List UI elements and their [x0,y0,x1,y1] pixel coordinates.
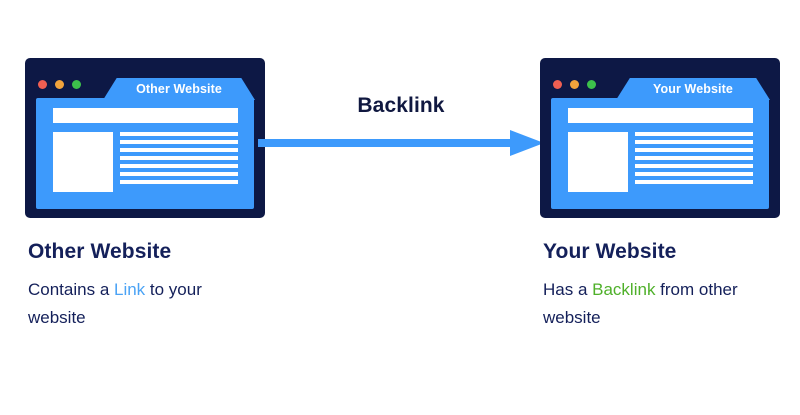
browser-viewport-left [36,98,254,209]
browser-viewport-right [551,98,769,209]
dot-green-icon [72,80,81,89]
content-text-lines-right [635,132,753,184]
backlink-arrow-label: Backlink [357,94,445,117]
content-image-placeholder-right [568,132,628,192]
content-line [635,140,753,144]
browser-tab-left[interactable]: Other Website [103,78,255,100]
caption-title-right: Your Website [543,240,677,263]
caption-body-left: Contains a Link to your website [28,276,260,331]
browser-tab-right[interactable]: Your Website [616,78,770,100]
arrow-icon [258,130,544,156]
dot-red-icon [38,80,47,89]
browser-window-other-website: Other Website [25,58,265,218]
content-line [120,180,238,184]
caption-title-left: Other Website [28,240,172,263]
address-bar-right[interactable] [568,108,753,123]
browser-titlebar-left: Other Website [25,58,265,100]
browser-titlebar-right: Your Website [540,58,780,100]
content-line [635,172,753,176]
content-line [120,172,238,176]
browser-window-your-website: Your Website [540,58,780,218]
dot-yellow-icon [55,80,64,89]
traffic-light-dots-right [553,80,596,89]
caption-your-website: Your Website Has a Backlink from other w… [543,240,800,331]
backlink-arrow: Backlink [258,94,544,160]
browser-tab-label-left: Other Website [136,82,222,96]
caption-body-right: Has a Backlink from other website [543,276,775,331]
caption-highlight-backlink: Backlink [592,280,656,299]
caption-text-before-right: Has a [543,280,593,299]
content-text-lines-left [120,132,238,184]
content-line [635,132,753,136]
content-line [120,132,238,136]
content-line [635,156,753,160]
content-line [120,156,238,160]
caption-text-after-right: from other website [543,280,738,327]
content-line [635,164,753,168]
caption-text-before-left: Contains a [28,280,114,299]
content-line [635,148,753,152]
browser-tab-label-right: Your Website [653,82,733,96]
dot-red-icon [553,80,562,89]
address-bar-left[interactable] [53,108,238,123]
content-line [120,140,238,144]
content-image-placeholder-left [53,132,113,192]
content-line [120,148,238,152]
dot-yellow-icon [570,80,579,89]
content-line [120,164,238,168]
content-line [635,180,753,184]
caption-text-after-left: to your website [28,280,202,327]
traffic-light-dots-left [38,80,81,89]
dot-green-icon [587,80,596,89]
caption-highlight-link: Link [114,280,146,299]
caption-other-website: Other Website Contains a Link to your we… [28,240,328,331]
